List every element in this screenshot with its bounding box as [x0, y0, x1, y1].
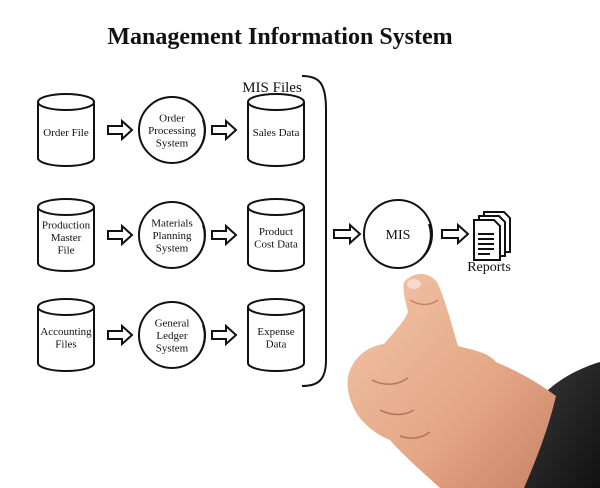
- process-system-label-line: System: [156, 138, 189, 150]
- output-data-label-line: Product: [259, 226, 293, 238]
- process-system-label-line: System: [156, 343, 189, 355]
- source-file-label-line: Production: [42, 220, 91, 232]
- output-data-cylinder: [247, 298, 305, 372]
- mis-node: MIS: [363, 199, 433, 269]
- flow-arrow: [211, 223, 238, 247]
- mis-label: MIS: [386, 228, 411, 243]
- process-system-label-line: System: [156, 243, 189, 255]
- process-system-label-line: Ledger: [156, 330, 187, 342]
- process-system-label-line: Planning: [152, 230, 192, 242]
- flow-arrow: [211, 118, 238, 142]
- process-system-node: [138, 201, 206, 269]
- source-file-cylinder: [37, 93, 95, 167]
- flow-arrow: [107, 118, 134, 142]
- process-system-label-line: Processing: [148, 125, 196, 137]
- source-file-cylinder: [37, 298, 95, 372]
- output-data-cylinder: [247, 93, 305, 167]
- process-system-label-line: Materials: [151, 218, 193, 230]
- arrow-to-reports: [441, 222, 470, 246]
- reports-label: Reports: [467, 260, 511, 275]
- source-file-label-line: Accounting: [40, 326, 92, 338]
- source-file-label-line: Order File: [43, 127, 89, 139]
- flow-arrow: [107, 223, 134, 247]
- process-system-node: [138, 96, 206, 164]
- documents-stack-icon: [473, 211, 511, 261]
- output-data-label-line: Data: [266, 338, 287, 350]
- mis-files-brace: [301, 75, 327, 387]
- output-data-label-line: Sales Data: [253, 127, 300, 139]
- output-data-cylinder: [247, 198, 305, 272]
- source-file-cylinder: [37, 198, 95, 272]
- output-data-label-line: Cost Data: [254, 238, 298, 250]
- source-file-label-line: Files: [55, 338, 76, 350]
- flow-arrow: [211, 323, 238, 347]
- source-file-label-line: File: [57, 245, 74, 257]
- process-system-node: [138, 301, 206, 369]
- output-data-label-line: Expense: [257, 326, 294, 338]
- process-system-label-line: General: [155, 318, 190, 330]
- diagram-title: Management Information System: [107, 24, 452, 50]
- mis-files-label: MIS Files: [242, 80, 302, 96]
- pointing-hand-illustration: [347, 273, 600, 488]
- source-file-label-line: Master: [51, 232, 82, 244]
- process-system-label-line: Order: [159, 113, 185, 125]
- arrow-to-mis: [333, 222, 362, 246]
- flow-arrow: [107, 323, 134, 347]
